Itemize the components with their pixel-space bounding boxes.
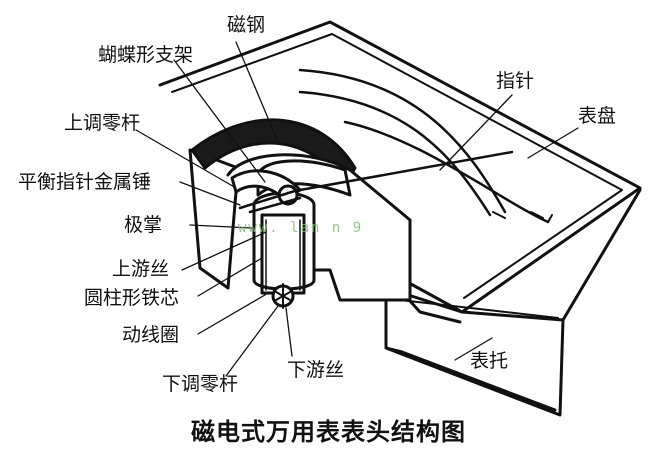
label-dial: 表盘 (578, 105, 617, 127)
label-bracket: 表托 (470, 350, 509, 372)
bracket-shape (384, 188, 642, 417)
magnet-body (188, 148, 240, 290)
label-lower-spring: 下游丝 (287, 359, 345, 381)
label-pointer: 指针 (496, 70, 535, 92)
label-iron-core: 圆柱形铁芯 (84, 287, 180, 309)
scale-arc-1 (298, 68, 507, 214)
scale-arc-3 (343, 120, 550, 224)
label-pole-shoe: 极掌 (124, 214, 163, 236)
label-magnet: 磁钢 (227, 14, 266, 36)
label-upper-zero-rod: 上调零杆 (64, 112, 141, 134)
label-lower-zero-rod: 下调零杆 (162, 373, 239, 395)
figure-caption: 磁电式万用表表头结构图 (191, 418, 466, 446)
label-moving-coil: 动线圈 (122, 324, 180, 346)
dial-plate-inner (171, 33, 623, 299)
label-upper-spring: 上游丝 (112, 258, 170, 280)
watermark: www. lan n 9 (238, 220, 364, 236)
leader-lines (135, 41, 579, 377)
scale-arc-2 (298, 90, 492, 217)
dial-plate (158, 20, 642, 324)
label-balance-weight: 平衡指针金属锤 (18, 171, 152, 193)
pointer-needle (298, 150, 514, 192)
label-butterfly-bracket: 蝴蝶形支架 (98, 44, 194, 66)
